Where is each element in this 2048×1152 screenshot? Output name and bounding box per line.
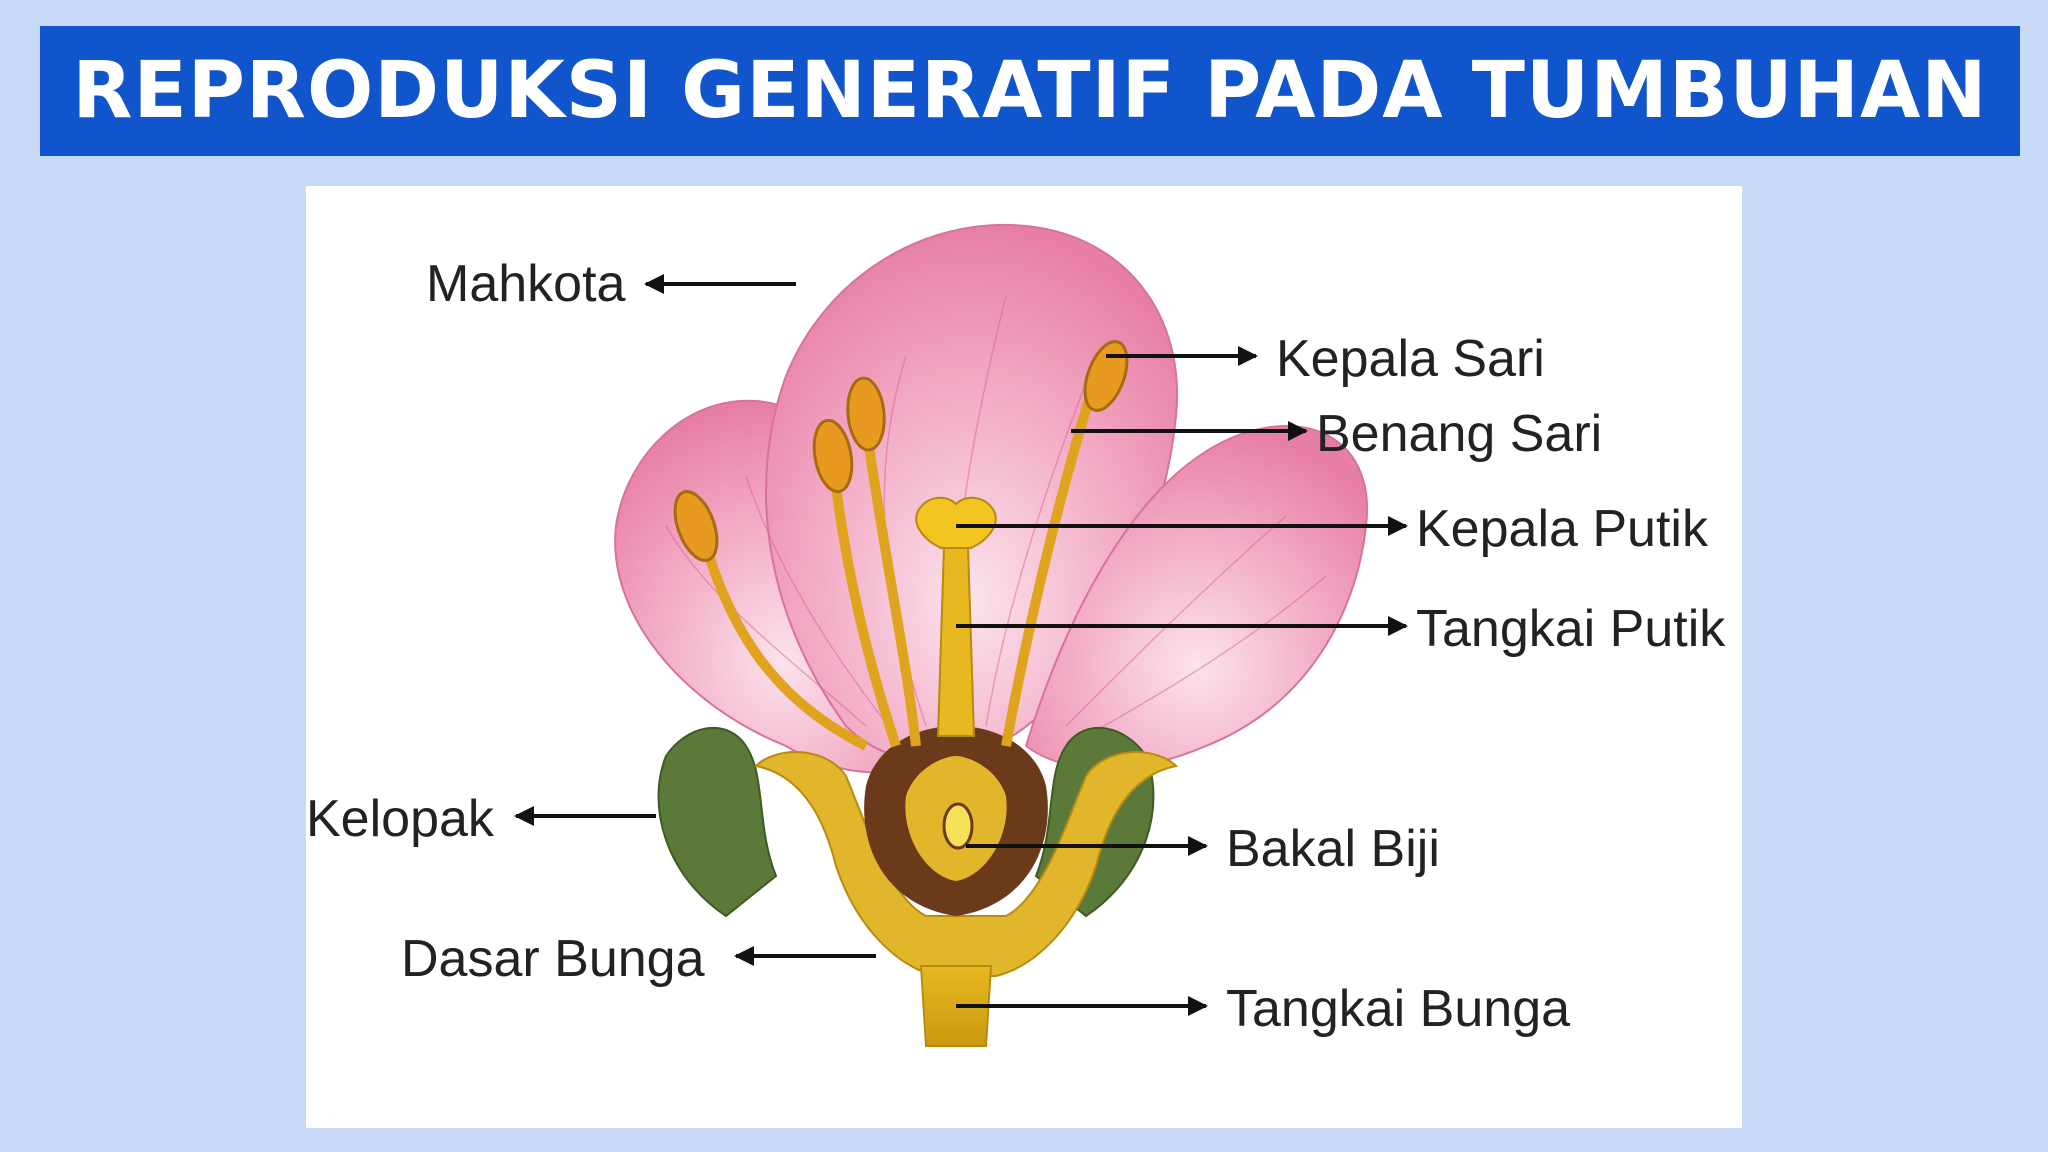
ovule xyxy=(942,802,974,850)
style xyxy=(936,545,976,737)
filament xyxy=(1001,374,1101,747)
anther xyxy=(846,376,886,452)
label-kelopak: Kelopak xyxy=(306,790,495,848)
filament xyxy=(861,425,921,747)
label-mahkota: Mahkota xyxy=(426,255,626,313)
label-benang-sari: Benang Sari xyxy=(1316,405,1602,463)
pistil xyxy=(915,496,997,737)
label-tangkai-bunga: Tangkai Bunga xyxy=(1226,980,1570,1038)
flower-diagram: Mahkota Kepala Sari Benang Sari Kepala P… xyxy=(306,223,1726,1047)
label-kepala-sari: Kepala Sari xyxy=(1276,330,1545,388)
flower-diagram-panel: Mahkota Kepala Sari Benang Sari Kepala P… xyxy=(306,186,1742,1128)
label-arrows xyxy=(514,274,1408,1016)
title-bar: REPRODUKSI GENERATIF PADA TUMBUHAN xyxy=(40,26,2020,156)
receptacle xyxy=(753,726,1179,977)
anther xyxy=(673,490,719,562)
label-bakal-biji: Bakal Biji xyxy=(1226,820,1440,878)
slide-title: REPRODUKSI GENERATIF PADA TUMBUHAN xyxy=(72,46,1988,136)
filament xyxy=(831,485,901,748)
anther xyxy=(1083,340,1129,412)
label-kepala-putik: Kepala Putik xyxy=(1416,500,1709,558)
filament xyxy=(701,544,869,751)
label-dasar-bunga: Dasar Bunga xyxy=(401,930,705,988)
stamens xyxy=(673,340,1129,751)
left-sepal xyxy=(657,727,778,918)
stigma xyxy=(915,496,997,549)
label-tangkai-putik: Tangkai Putik xyxy=(1416,600,1726,658)
labels: Mahkota Kepala Sari Benang Sari Kepala P… xyxy=(306,255,1726,1038)
petals xyxy=(614,223,1369,774)
anther xyxy=(812,418,854,494)
